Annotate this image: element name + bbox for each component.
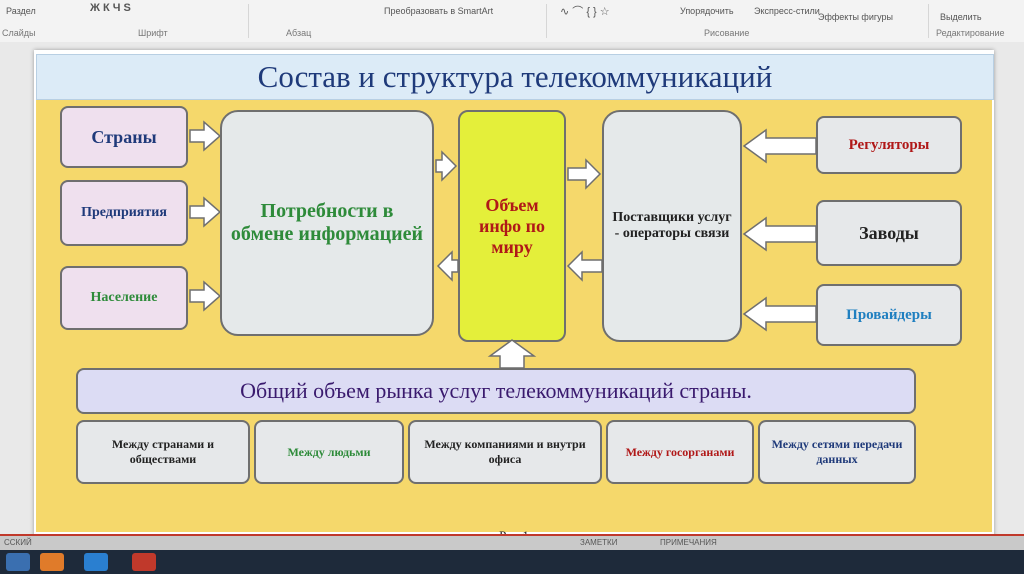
arrow-right-icon bbox=[189, 120, 222, 152]
category-box-people[interactable]: Между людьми bbox=[254, 420, 404, 484]
smartart-button[interactable]: Преобразовать в SmartArt bbox=[384, 6, 494, 16]
powerpoint-icon[interactable] bbox=[132, 553, 156, 571]
title-band: Состав и структура телекоммуникаций bbox=[36, 54, 994, 100]
editing-group-label: Редактирование bbox=[936, 28, 1005, 38]
arrows-layer bbox=[189, 120, 817, 369]
providers-box[interactable]: Поставщики услуг - операторы связи bbox=[602, 110, 742, 342]
market-band[interactable]: Общий объем рынка услуг телекоммуникаций… bbox=[76, 368, 916, 414]
slide-title[interactable]: Состав и структура телекоммуникаций bbox=[257, 59, 773, 94]
category-box-gov[interactable]: Между госорганами bbox=[606, 420, 754, 484]
arrow-right-icon bbox=[189, 280, 222, 312]
actor-box-factories[interactable]: Заводы bbox=[816, 200, 962, 266]
category-box-countries[interactable]: Между странами и обществами bbox=[76, 420, 250, 484]
arrow-up-icon bbox=[487, 339, 537, 369]
taskbar bbox=[0, 550, 1024, 574]
arrow-right-icon bbox=[435, 150, 458, 182]
status-bar: ССКИЙ ЗАМЕТКИ ПРИМЕЧАНИЯ bbox=[0, 536, 1024, 550]
volume-box[interactable]: Объем инфо по миру bbox=[458, 110, 566, 342]
actor-box-providers[interactable]: Провайдеры bbox=[816, 284, 962, 346]
language-indicator[interactable]: ССКИЙ bbox=[4, 538, 32, 547]
actor-box-regulators[interactable]: Регуляторы bbox=[816, 116, 962, 174]
slide-workspace: Состав и структура телекоммуникаций Стра… bbox=[0, 42, 1024, 543]
arrow-right-icon bbox=[567, 158, 602, 190]
category-box-companies[interactable]: Между компаниями и внутри офиса bbox=[408, 420, 602, 484]
slide[interactable]: Состав и структура телекоммуникаций Стра… bbox=[34, 50, 994, 543]
firefox-icon[interactable] bbox=[40, 553, 64, 571]
source-box-countries[interactable]: Страны bbox=[60, 106, 188, 168]
source-box-population[interactable]: Население bbox=[60, 266, 188, 330]
section-button[interactable]: Раздел bbox=[6, 6, 36, 16]
ie-icon[interactable] bbox=[84, 553, 108, 571]
shapes-gallery-icon[interactable]: ∿ ⌒ { } ☆ bbox=[560, 6, 610, 18]
express-styles-button[interactable]: Экспресс-стили bbox=[754, 6, 820, 16]
arrange-button[interactable]: Упорядочить bbox=[680, 6, 734, 16]
needs-box[interactable]: Потребности в обмене информацией bbox=[220, 110, 434, 336]
font-group-label: Шрифт bbox=[138, 28, 168, 38]
notes-button[interactable]: ЗАМЕТКИ bbox=[580, 538, 618, 547]
shape-effects-button[interactable]: Эффекты фигуры bbox=[818, 12, 894, 22]
arrow-left-icon bbox=[742, 296, 817, 332]
start-icon[interactable] bbox=[6, 553, 30, 571]
arrow-left-icon bbox=[742, 128, 817, 164]
ribbon: Раздел Слайды Ж К Ч S Шрифт Абзац Преобр… bbox=[0, 0, 1024, 43]
arrow-left-icon bbox=[566, 250, 603, 282]
arrow-right-icon bbox=[189, 196, 222, 228]
comments-button[interactable]: ПРИМЕЧАНИЯ bbox=[660, 538, 717, 547]
category-box-networks[interactable]: Между сетями передачи данных bbox=[758, 420, 916, 484]
paragraph-group-label: Абзац bbox=[286, 28, 312, 38]
arrow-left-icon bbox=[436, 250, 459, 282]
bold-icon[interactable]: Ж К Ч S bbox=[90, 2, 131, 14]
arrow-left-icon bbox=[742, 216, 817, 252]
source-box-enterprises[interactable]: Предприятия bbox=[60, 180, 188, 246]
drawing-group-label: Рисование bbox=[704, 28, 750, 38]
slides-group-label: Слайды bbox=[2, 28, 36, 38]
select-button[interactable]: Выделить bbox=[940, 12, 982, 22]
